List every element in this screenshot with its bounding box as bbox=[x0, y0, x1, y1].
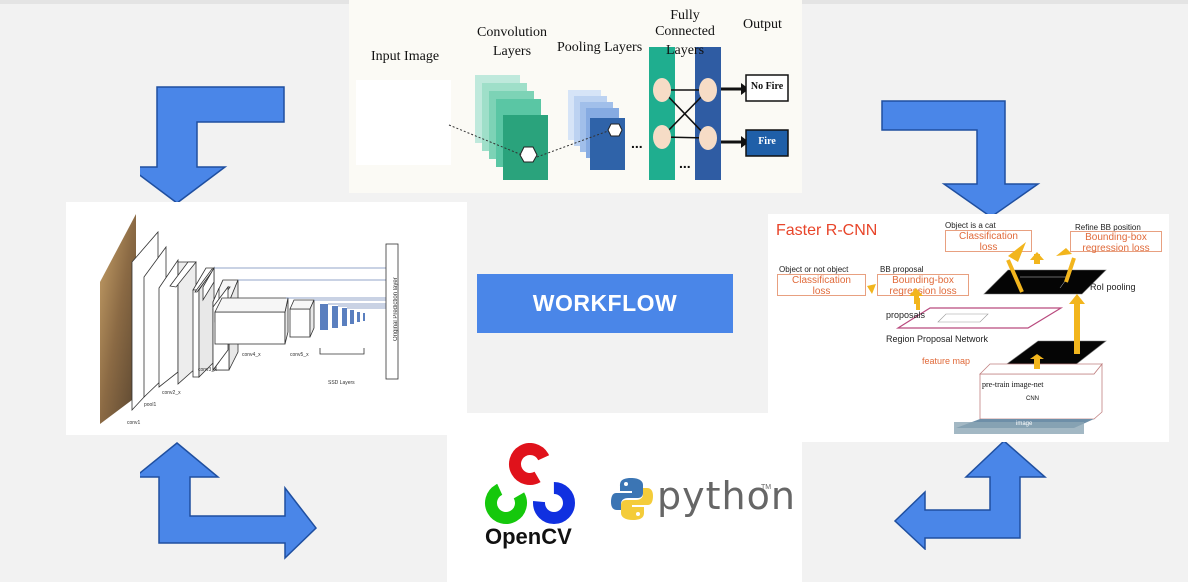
faster-rcnn-diagram bbox=[867, 242, 1107, 434]
dots-1: ... bbox=[631, 135, 643, 151]
fc-label: Fully Connected Layers bbox=[639, 8, 731, 59]
cnn-diagram: ... ... bbox=[356, 47, 789, 180]
label-ssd-layers: SSD Layers bbox=[328, 380, 355, 386]
pooling-layers-stack bbox=[568, 90, 625, 170]
refine-bb-label: Refine BB position bbox=[1075, 223, 1141, 232]
opencv-text: OpenCV bbox=[485, 524, 572, 549]
neuron bbox=[653, 125, 671, 149]
output-label: Output bbox=[743, 17, 782, 32]
label-conv4: conv4_x bbox=[242, 352, 261, 358]
no-fire-label: No Fire bbox=[750, 81, 784, 92]
label-conv5: conv5_x bbox=[290, 352, 309, 358]
bb-proposal-label: BB proposal bbox=[880, 265, 924, 274]
ssd-input-image bbox=[100, 214, 136, 424]
python-logo-icon bbox=[611, 478, 653, 520]
conv4-block bbox=[214, 297, 289, 345]
no-fire-box bbox=[745, 74, 789, 102]
ssd-diagram bbox=[100, 214, 399, 424]
neuron bbox=[699, 126, 717, 150]
neuron bbox=[653, 78, 671, 102]
conv-label: Convolution Layers bbox=[477, 25, 547, 60]
label-conv2: conv2_x bbox=[162, 390, 181, 396]
proposals-plane bbox=[895, 307, 1064, 329]
ssd-layers bbox=[320, 304, 365, 330]
python-tm: TM bbox=[761, 484, 772, 491]
faster-rcnn-panel: Faster R-CNN Object is a cat Refine BB p… bbox=[768, 214, 1169, 442]
classification-loss-left: Classification loss bbox=[777, 274, 866, 297]
label-pool1: pool1 bbox=[144, 402, 157, 408]
bbox-regression-loss-top: Bounding-box regression loss bbox=[1070, 231, 1162, 254]
fire-label: Fire bbox=[758, 136, 776, 147]
faster-rcnn-title: Faster R-CNN bbox=[776, 222, 878, 239]
object-is-cat-label: Object is a cat bbox=[945, 221, 996, 230]
bbox-regression-loss-left: Bounding-box regression loss bbox=[877, 274, 969, 297]
classification-loss-top: Classification loss bbox=[945, 230, 1032, 253]
python-text: python bbox=[657, 474, 796, 518]
pooling-label: Pooling Layers bbox=[557, 40, 643, 55]
arrow-up-left bbox=[893, 440, 1047, 550]
feature-map-label: feature map bbox=[922, 356, 971, 366]
prediction-layer-box bbox=[385, 243, 399, 380]
prediction-layer-label: Original Prediction layer bbox=[393, 277, 399, 342]
pretrain-label: pre-train image-net bbox=[982, 380, 1044, 389]
input-image-box bbox=[356, 80, 451, 165]
arrow-down-right bbox=[881, 100, 1041, 218]
conv5-block bbox=[289, 299, 315, 338]
workflow-button[interactable]: WORKFLOW bbox=[477, 274, 733, 333]
opencv-logo bbox=[485, 443, 575, 524]
rpn-label: Region Proposal Network bbox=[886, 334, 989, 344]
cnn-diagram-panel: ... ... Input Image Convolution Layers P… bbox=[349, 0, 802, 193]
image-label: image bbox=[1016, 421, 1033, 427]
conv-label-line2: Layers bbox=[492, 44, 532, 59]
object-or-not-label: Object or not object bbox=[779, 265, 849, 274]
dots-2: ... bbox=[679, 155, 691, 171]
fc-layer-2 bbox=[695, 47, 721, 180]
conv-layers-stack bbox=[475, 75, 548, 180]
arrow-down-left bbox=[140, 86, 285, 204]
cnn-label: CNN bbox=[1026, 396, 1039, 402]
fc-layer-1 bbox=[649, 47, 675, 180]
input-image-label: Input Image bbox=[371, 49, 440, 64]
conv-label-line1: Convolution bbox=[477, 25, 548, 40]
proposals-label: proposals bbox=[886, 310, 926, 320]
neuron bbox=[699, 78, 717, 102]
roi-pooled-map bbox=[983, 269, 1107, 295]
label-conv3: conv3_x bbox=[198, 367, 217, 373]
label-conv1: conv1 bbox=[127, 420, 141, 426]
fire-box bbox=[745, 129, 789, 157]
fc-label-line1: Fully Connected bbox=[655, 8, 715, 39]
arrow-up-right bbox=[140, 442, 318, 560]
fc-label-line2: Layers bbox=[665, 43, 705, 58]
roi-pooling-label: RoI pooling bbox=[1090, 282, 1136, 292]
ssd-diagram-panel: Original Prediction layer conv1 pool1 co… bbox=[66, 202, 467, 435]
